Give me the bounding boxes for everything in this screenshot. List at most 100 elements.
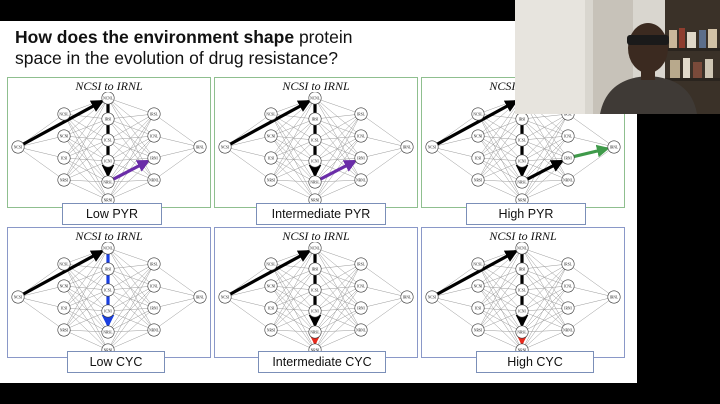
graph-node-label: NRNL	[563, 328, 573, 332]
graph-node	[147, 173, 161, 187]
graph-edge	[521, 118, 569, 137]
graph-edge	[107, 118, 155, 137]
title-bold: How does the environment shape	[15, 27, 295, 47]
network-graph: NCSINCSLNCNIICSINRSINCNLIRSIICSLICNINRSL…	[11, 92, 207, 206]
graph-node-label: NCNL	[310, 96, 320, 100]
graph-node	[11, 140, 25, 154]
graph-edge	[521, 310, 569, 331]
graph-node	[515, 133, 529, 147]
graph-node-label: ICSI	[475, 306, 483, 310]
graph-edge	[477, 139, 523, 159]
graph-node	[515, 325, 529, 339]
graph-node-label: ICNI	[518, 159, 526, 163]
graph-edge	[314, 329, 362, 333]
graph-edge	[63, 139, 109, 181]
graph-node	[471, 107, 485, 121]
graph-node-label: IRNL	[403, 295, 411, 299]
graph-edge	[270, 307, 316, 333]
graph-edge	[270, 263, 316, 333]
graph-edge	[521, 307, 569, 351]
graph-node-label: IRSL	[150, 262, 158, 266]
graph-node	[308, 92, 322, 105]
graph-edge	[270, 285, 316, 312]
graph-node-label: NCSL	[473, 262, 482, 266]
graph-edge	[224, 135, 272, 148]
graph-edge	[107, 139, 155, 181]
graph-edge	[107, 285, 155, 291]
graph-edge	[63, 289, 109, 309]
panel-title: NCSI to IRNL	[489, 229, 557, 243]
graph-node	[308, 262, 322, 276]
graph-edge	[107, 113, 155, 120]
graph-node-label: NRNL	[356, 178, 366, 182]
graph-edge	[521, 113, 569, 162]
graph-node-label: NRNL	[356, 328, 366, 332]
path-arrow	[436, 249, 519, 296]
graph-node-label: ICSL	[104, 288, 112, 292]
graph-edge	[107, 135, 155, 201]
graph-edge	[521, 157, 569, 162]
graph-edge	[63, 285, 109, 351]
graph-edge	[521, 139, 569, 159]
graph-edge	[521, 268, 569, 309]
graph-node	[264, 151, 278, 165]
graph-node-label: NCSL	[59, 112, 68, 116]
network-graph: NCSINCSLNCNIICSINRSINCNLIRSIICSLICNINRSL…	[425, 242, 621, 356]
graph-edge	[314, 263, 362, 291]
graph-node	[308, 154, 322, 168]
network-graph: NCSINCSLNCNIICSINRSINCNLIRSIICSLICNINRSL…	[11, 242, 207, 356]
graph-edge	[314, 285, 362, 333]
graph-node-label: IRSL	[150, 112, 158, 116]
graph-node-label: NRNL	[563, 178, 573, 182]
graph-edge	[521, 285, 569, 312]
graph-node	[561, 129, 575, 143]
graph-edge	[477, 329, 523, 333]
graph-node-label: NCSI	[428, 145, 437, 149]
graph-edge	[17, 135, 65, 148]
graph-node	[354, 323, 368, 337]
graph-edge	[314, 263, 362, 351]
graph-edge	[314, 135, 362, 162]
graph-node	[57, 151, 71, 165]
graph-edge	[521, 289, 569, 309]
graph-edge	[63, 113, 109, 183]
graph-edge	[270, 118, 316, 181]
graph-node	[425, 140, 439, 154]
graph-edge	[314, 307, 362, 312]
graph-edge	[63, 307, 109, 351]
graph-edge	[270, 160, 316, 181]
graph-edge	[314, 329, 362, 351]
graph-edge	[314, 113, 362, 201]
graph-node-label: NRNL	[149, 178, 159, 182]
graph-node	[264, 173, 278, 187]
graph-node-label: ICSL	[104, 138, 112, 142]
graph-edge	[477, 157, 523, 162]
graph-node-label: NCNL	[310, 246, 320, 250]
graph-edge	[270, 307, 316, 312]
graph-node	[101, 175, 115, 189]
graph-edge	[107, 263, 155, 333]
graph-edge	[107, 97, 155, 159]
graph-edge	[567, 296, 615, 309]
graph-node	[425, 290, 439, 304]
graph-edge	[521, 118, 569, 159]
graph-edge	[17, 146, 65, 181]
graph-edge	[477, 118, 523, 137]
graph-edge	[153, 263, 201, 298]
graph-node	[308, 112, 322, 126]
graph-edge	[270, 268, 316, 287]
graph-node-label: NRSI	[267, 328, 276, 332]
path-arrow	[573, 144, 610, 159]
graph-edge	[63, 263, 109, 351]
graph-node	[57, 173, 71, 187]
graph-node	[101, 283, 115, 297]
graph-edge	[477, 307, 523, 333]
graph-node	[147, 129, 161, 143]
graph-edge	[270, 135, 316, 162]
graph-edge	[270, 139, 316, 159]
graph-edge	[107, 263, 155, 312]
graph-node	[101, 154, 115, 168]
graph-edge	[477, 263, 523, 312]
graph-edge	[314, 307, 362, 351]
